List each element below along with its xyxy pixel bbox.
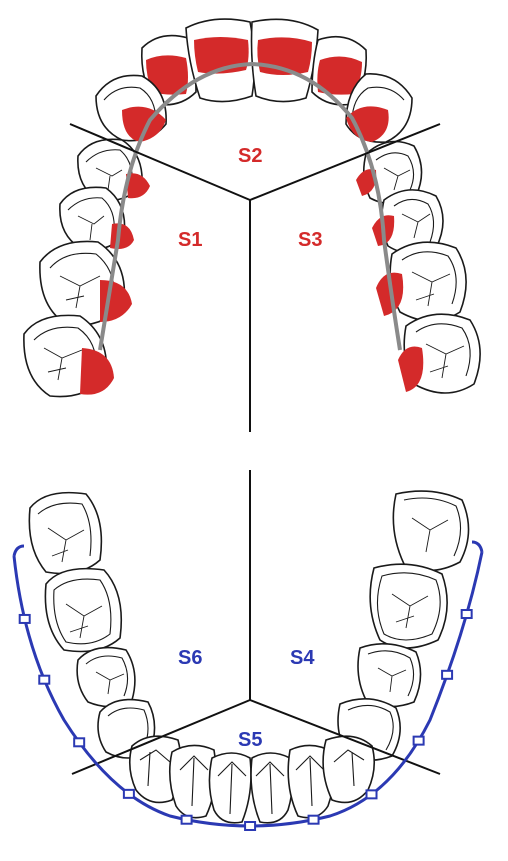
lower-tooth-left-molar-2 <box>29 493 101 574</box>
upper-tooth-right-molar-2 <box>398 314 480 393</box>
lower-tooth-left-premolar-2 <box>77 648 135 707</box>
lower-tooth-right-molar-2 <box>393 491 468 570</box>
sextant-label-s4: S4 <box>290 647 315 669</box>
lower-tooth-left-central <box>209 753 251 823</box>
lower-bracket <box>414 737 424 745</box>
sextant-label-s1: S1 <box>178 229 202 251</box>
upper-tooth-left-molar-2 <box>24 315 114 396</box>
sextant-label-s5: S5 <box>238 729 262 751</box>
lower-bracket <box>309 816 319 824</box>
lower-bracket <box>462 610 472 618</box>
sextant-label-s6: S6 <box>178 647 202 669</box>
upper-tooth-right-canine <box>346 74 412 142</box>
lower-bracket <box>124 790 134 798</box>
lower-tooth-right-premolar-2 <box>358 644 421 707</box>
upper-tooth-left-molar-1 <box>40 241 132 325</box>
lower-archwire-left-hook <box>14 546 24 556</box>
upper-tooth-right-central <box>252 19 319 101</box>
lower-bracket <box>39 676 49 684</box>
lower-arch: S4 S5 S6 <box>14 470 482 830</box>
upper-arch: S1 S2 S3 <box>24 19 480 432</box>
lower-bracket <box>245 822 255 830</box>
lower-bracket <box>74 738 84 746</box>
lower-bracket <box>20 615 30 623</box>
lower-tooth-right-molar-1 <box>370 564 447 648</box>
sextant-label-s3: S3 <box>298 229 322 251</box>
lower-archwire-right-hook <box>472 542 482 552</box>
lower-bracket <box>367 790 377 798</box>
sextant-label-s2: S2 <box>238 145 262 167</box>
lower-tooth-left-molar-1 <box>45 569 121 652</box>
lower-bracket <box>442 671 452 679</box>
lower-tooth-right-central <box>251 753 293 823</box>
lower-bracket <box>182 816 192 824</box>
